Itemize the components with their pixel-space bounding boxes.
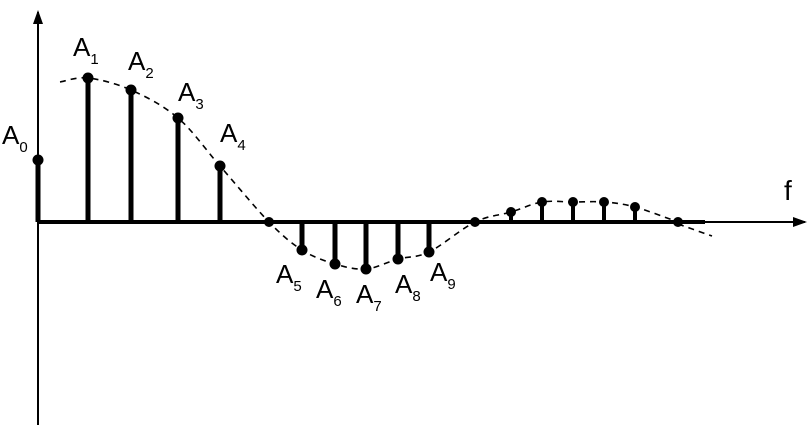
tail-dot-1: [506, 207, 516, 217]
stem-dot-1: [82, 72, 94, 84]
tail-stem-group: [264, 197, 683, 227]
stem-label-8: A8: [395, 269, 421, 305]
stem-label-2: A2: [128, 46, 154, 82]
stem-label-4: A4: [220, 118, 246, 154]
stem-dot-2: [125, 84, 137, 96]
stem-label-7: A7: [356, 279, 382, 315]
stem-dot-4: [214, 160, 226, 172]
tail-dot-3: [568, 197, 578, 207]
envelope-curve: [59, 76, 679, 270]
stem-label-1: A1: [73, 32, 99, 68]
tail-dot-5: [630, 202, 640, 212]
tail-dot-2: [537, 197, 547, 207]
stem-label-3: A3: [178, 77, 204, 113]
envelope-tail: [677, 223, 713, 237]
stem-dot-5: [296, 244, 308, 256]
stem-label-5: A5: [276, 259, 302, 295]
tail-dot-6: [673, 217, 683, 227]
frequency-axis-label: f: [784, 175, 792, 206]
stem-dot-9: [423, 246, 435, 258]
stem-label-6: A6: [316, 274, 342, 310]
tail-dot-0: [470, 217, 480, 227]
stem-group: [32, 72, 435, 275]
stem-dot-8: [392, 253, 404, 265]
tail-dot-4: [599, 197, 609, 207]
stem-dot-6: [329, 258, 341, 270]
stem-dot-3: [172, 112, 184, 124]
stem-dot-7: [360, 263, 372, 275]
stem-dot-0: [32, 154, 44, 166]
stem-label-0: A0: [2, 120, 28, 156]
zero-cross-dot: [264, 217, 274, 227]
stem-label-9: A9: [430, 257, 456, 293]
